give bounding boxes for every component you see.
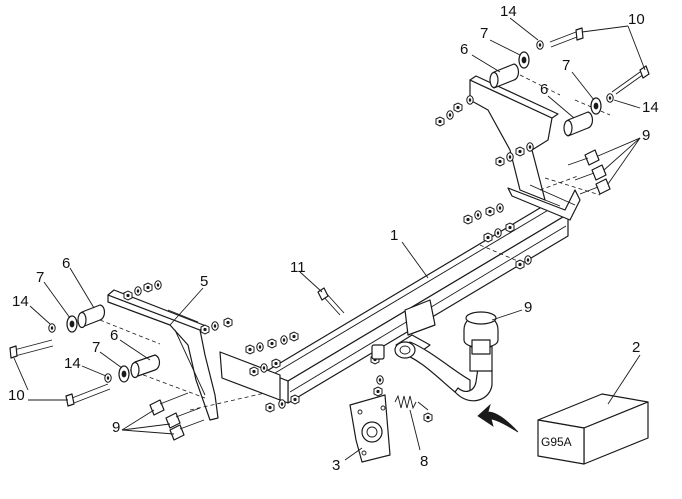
callout-9-towball: 9 [524,299,532,316]
callout-7-right-lower: 7 [562,57,570,74]
nuts-right-upper [435,95,474,127]
product-box: G95A [537,393,649,465]
box-label: G95A [541,435,572,449]
bolt-right-lower [611,65,650,95]
callout-7-right-upper: 7 [480,25,488,42]
bolts-left-bottom [149,392,205,441]
callout-3: 3 [332,457,340,474]
callout-9-right: 9 [642,127,650,144]
callout-9-left: 9 [112,419,120,436]
callout-11: 11 [290,259,306,276]
callout-14-right-lower: 14 [642,99,659,116]
nuts-left-upper [123,280,162,301]
callout-5: 5 [200,273,208,290]
bolt-left-upper [9,339,54,359]
bolt-11 [317,287,345,316]
socket-plate [349,394,391,463]
callout-6-left-lower: 6 [110,327,118,344]
callout-10-left: 10 [8,387,25,404]
spacer-left-lower [104,354,161,383]
callout-14-right-upper: 14 [500,3,517,20]
spacer-right-lower [563,93,614,137]
callout-numbers: 1 2 3 5 6 6 6 6 7 7 7 7 8 9 9 9 10 10 11… [8,3,659,474]
spring-clip [394,394,433,423]
callout-7-left-upper: 7 [36,269,44,286]
callout-14-left-lower: 14 [64,355,81,372]
spacer-left-upper [48,304,106,333]
callout-2: 2 [632,339,640,356]
bolt-left-lower [65,383,111,407]
spacer-right-upper [489,40,544,89]
towball [463,311,499,355]
callout-6-right-lower: 6 [540,81,548,98]
bolts-right-side [567,149,611,195]
callout-10-right: 10 [628,11,645,28]
bolt-right-upper [549,27,584,48]
callout-7-left-lower: 7 [92,339,100,356]
left-side-bracket [107,289,281,421]
callout-6-right-upper: 6 [460,41,468,58]
alignment-lines [99,74,611,411]
callout-8: 8 [420,453,428,470]
callout-6-left-upper: 6 [62,255,70,272]
neck-fixings [370,344,385,397]
nuts-left-middle [200,317,233,335]
pointer-arrow [477,403,519,433]
leader-lines [13,17,646,461]
callout-14-left-upper: 14 [12,293,29,310]
right-side-bracket [469,75,581,221]
callout-1: 1 [390,227,398,244]
main-crossbar [264,204,569,404]
